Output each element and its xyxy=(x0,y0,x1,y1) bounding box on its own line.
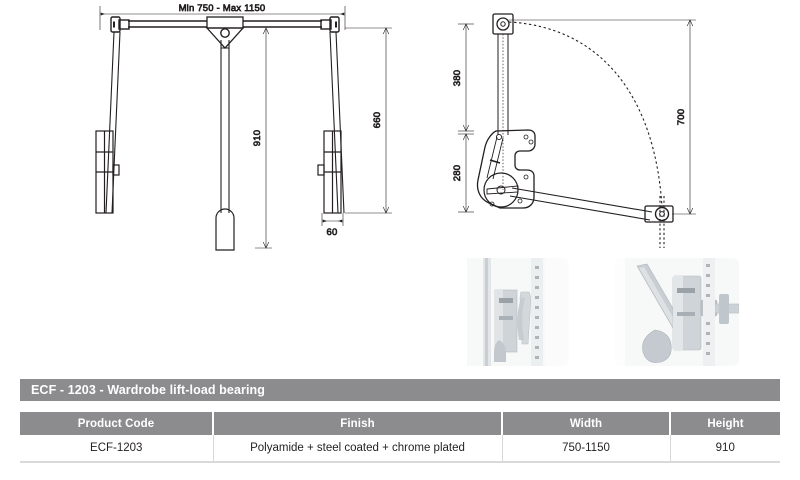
side-vertical-rod xyxy=(497,34,509,190)
front-left-end-cap xyxy=(110,16,130,33)
front-left-bracket xyxy=(95,130,120,214)
side-internal-strut xyxy=(486,133,504,180)
front-right-arm xyxy=(329,31,345,214)
dim-label-380: 380 xyxy=(452,70,463,86)
dim-label-660: 660 xyxy=(372,112,383,128)
side-swing-arc xyxy=(508,21,663,208)
dim-line-280 xyxy=(458,133,474,213)
dim-line-660 xyxy=(345,27,392,214)
dim-line-380 xyxy=(458,23,474,132)
dim-line-top-width xyxy=(99,6,346,30)
table-header-row: Product Code Finish Width Height xyxy=(20,412,780,435)
product-title-band: ECF - 1203 - Wardrobe lift-load bearing xyxy=(20,379,780,401)
column-header-finish: Finish xyxy=(212,412,503,435)
front-top-rail xyxy=(128,20,322,28)
side-rotation-hub xyxy=(483,172,519,208)
product-photo-closeup xyxy=(615,258,739,366)
dim-line-910 xyxy=(255,27,272,249)
cell-finish: Polyamide + steel coated + chrome plated xyxy=(212,435,502,463)
front-right-end-cap xyxy=(320,16,340,33)
side-fixing-holes xyxy=(489,134,534,207)
column-header-product-code: Product Code xyxy=(20,412,214,435)
cell-height: 910 xyxy=(669,435,780,463)
side-lift-arm xyxy=(509,187,653,221)
dim-label-top-width: Min 750 - Max 1150 xyxy=(179,3,266,14)
dim-line-60 xyxy=(321,213,344,226)
front-center-housing xyxy=(205,16,245,49)
column-header-width: Width xyxy=(501,412,671,435)
table-row: ECF-1203 Polyamide + steel coated + chro… xyxy=(20,435,780,463)
side-arm-end-centerline xyxy=(659,196,665,248)
technical-drawings: Min 750 - Max 1150 xyxy=(95,3,696,251)
column-header-height: Height xyxy=(669,412,780,435)
dim-label-280: 280 xyxy=(452,165,463,181)
front-center-rod xyxy=(220,40,230,213)
specification-table: Product Code Finish Width Height ECF-120… xyxy=(20,412,780,463)
dim-label-910: 910 xyxy=(252,130,263,146)
dim-label-60: 60 xyxy=(327,227,338,238)
dim-line-700 xyxy=(509,19,696,215)
side-mechanism-housing xyxy=(476,129,536,209)
cell-width: 750-1150 xyxy=(501,435,670,463)
side-top-pivot-block xyxy=(492,13,514,35)
product-title-text: ECF - 1203 - Wardrobe lift-load bearing xyxy=(31,383,266,397)
front-grip-handle xyxy=(215,208,235,251)
dim-label-700: 700 xyxy=(676,109,687,125)
cell-product-code: ECF-1203 xyxy=(20,435,213,463)
front-right-bracket xyxy=(317,130,342,214)
product-photo-mounted xyxy=(455,258,569,366)
